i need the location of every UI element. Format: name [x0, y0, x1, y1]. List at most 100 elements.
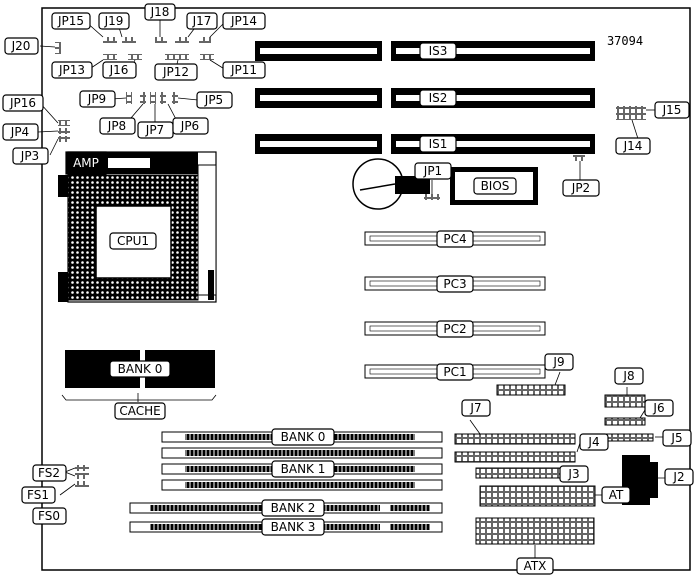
j8-connector [604, 394, 646, 408]
svg-text:J4: J4 [587, 435, 599, 449]
label-jp5: JP5 [196, 91, 233, 109]
label-bios: BIOS [473, 177, 517, 195]
svg-text:BIOS: BIOS [481, 179, 510, 193]
at-power-connector [479, 485, 596, 507]
svg-text:BANK 2: BANK 2 [271, 501, 316, 515]
svg-text:JP13: JP13 [58, 63, 85, 77]
svg-text:BANK 0: BANK 0 [118, 362, 163, 376]
label-j19: J19 [98, 12, 130, 30]
jumper-headers-top [55, 37, 585, 487]
label-cache-bank0: BANK 0 [109, 360, 171, 378]
j4-connector [454, 451, 576, 463]
label-jp11: JP11 [222, 61, 266, 79]
label-fs2: FS2 [32, 464, 67, 482]
svg-text:PC3: PC3 [443, 277, 466, 291]
svg-text:J14: J14 [623, 139, 643, 153]
label-is1: IS1 [419, 135, 457, 153]
label-amp: AMP [65, 151, 107, 175]
label-pc3: PC3 [436, 275, 474, 293]
svg-text:JP8: JP8 [107, 119, 126, 133]
svg-text:J9: J9 [552, 355, 564, 369]
label-jp15: JP15 [51, 12, 91, 30]
atx-power-connector [475, 517, 595, 545]
label-jp1: JP1 [414, 162, 452, 180]
label-j8: J8 [614, 367, 644, 385]
label-j20: J20 [4, 37, 39, 55]
label-pc4: PC4 [436, 230, 474, 248]
label-j9: J9 [544, 353, 574, 371]
svg-text:J3: J3 [567, 467, 579, 481]
svg-text:PC2: PC2 [443, 322, 466, 336]
label-pc1: PC1 [436, 363, 474, 381]
cpu-socket [58, 151, 217, 303]
svg-text:IS3: IS3 [429, 44, 448, 58]
label-fs0: FS0 [32, 507, 67, 525]
svg-text:PC1: PC1 [443, 365, 466, 379]
label-bank0: BANK 0 [271, 428, 335, 446]
label-at: AT [601, 486, 631, 504]
svg-text:AT: AT [609, 488, 624, 502]
label-jp16: JP16 [2, 94, 44, 112]
label-jp14: JP14 [222, 12, 266, 30]
svg-text:JP7: JP7 [145, 123, 164, 137]
svg-text:J20: J20 [11, 39, 31, 53]
label-bank3: BANK 3 [261, 518, 325, 536]
svg-text:BANK 3: BANK 3 [271, 520, 316, 534]
svg-text:JP4: JP4 [10, 125, 29, 139]
svg-text:JP14: JP14 [230, 14, 257, 28]
svg-text:BANK 1: BANK 1 [281, 462, 326, 476]
svg-text:J5: J5 [670, 431, 682, 445]
svg-text:J19: J19 [104, 14, 124, 28]
j6-connector [604, 417, 646, 426]
cache-chips [61, 350, 217, 401]
label-j16: J16 [102, 61, 137, 79]
label-jp12: JP12 [154, 63, 198, 81]
svg-text:FS0: FS0 [38, 509, 60, 523]
label-bank2: BANK 2 [261, 499, 325, 517]
label-jp7: JP7 [137, 121, 174, 139]
label-fs1: FS1 [21, 486, 56, 504]
svg-text:J8: J8 [622, 369, 634, 383]
label-j4: J4 [579, 433, 609, 451]
label-jp13: JP13 [51, 61, 93, 79]
svg-text:IS2: IS2 [429, 91, 448, 105]
svg-text:PC4: PC4 [443, 232, 466, 246]
label-j15: J15 [654, 101, 690, 119]
label-atx: ATX [516, 557, 554, 575]
svg-text:J17: J17 [192, 14, 212, 28]
svg-text:JP6: JP6 [180, 119, 199, 133]
label-jp6: JP6 [172, 117, 209, 135]
label-j17: J17 [186, 12, 218, 30]
j15-j14-header [616, 106, 646, 120]
svg-text:J15: J15 [662, 103, 682, 117]
svg-text:CACHE: CACHE [119, 404, 160, 418]
svg-text:JP5: JP5 [204, 93, 223, 107]
svg-text:JP2: JP2 [571, 181, 590, 195]
label-j14: J14 [615, 137, 651, 155]
svg-text:AMP: AMP [73, 156, 99, 170]
svg-text:CPU1: CPU1 [117, 234, 149, 248]
svg-text:JP9: JP9 [87, 92, 106, 106]
label-jp2: JP2 [562, 179, 600, 197]
svg-text:J18: J18 [150, 5, 170, 19]
svg-text:JP3: JP3 [20, 149, 39, 163]
label-j7: J7 [461, 399, 491, 417]
board-id: 37094 [607, 34, 643, 48]
label-j6: J6 [644, 399, 674, 417]
svg-text:JP16: JP16 [9, 96, 36, 110]
svg-text:JP12: JP12 [162, 65, 189, 79]
label-jp3: JP3 [12, 147, 49, 165]
svg-text:FS1: FS1 [27, 488, 49, 502]
svg-text:JP11: JP11 [230, 63, 257, 77]
svg-text:IS1: IS1 [429, 137, 448, 151]
svg-text:FS2: FS2 [38, 466, 60, 480]
svg-text:J6: J6 [652, 401, 664, 415]
label-j18: J18 [144, 3, 176, 21]
label-cache: CACHE [114, 402, 166, 420]
label-j5: J5 [662, 429, 692, 447]
label-is2: IS2 [419, 89, 457, 107]
label-j2: J2 [664, 468, 694, 486]
label-cpu1: CPU1 [109, 232, 157, 250]
label-jp8: JP8 [99, 117, 136, 135]
svg-text:JP15: JP15 [57, 14, 84, 28]
